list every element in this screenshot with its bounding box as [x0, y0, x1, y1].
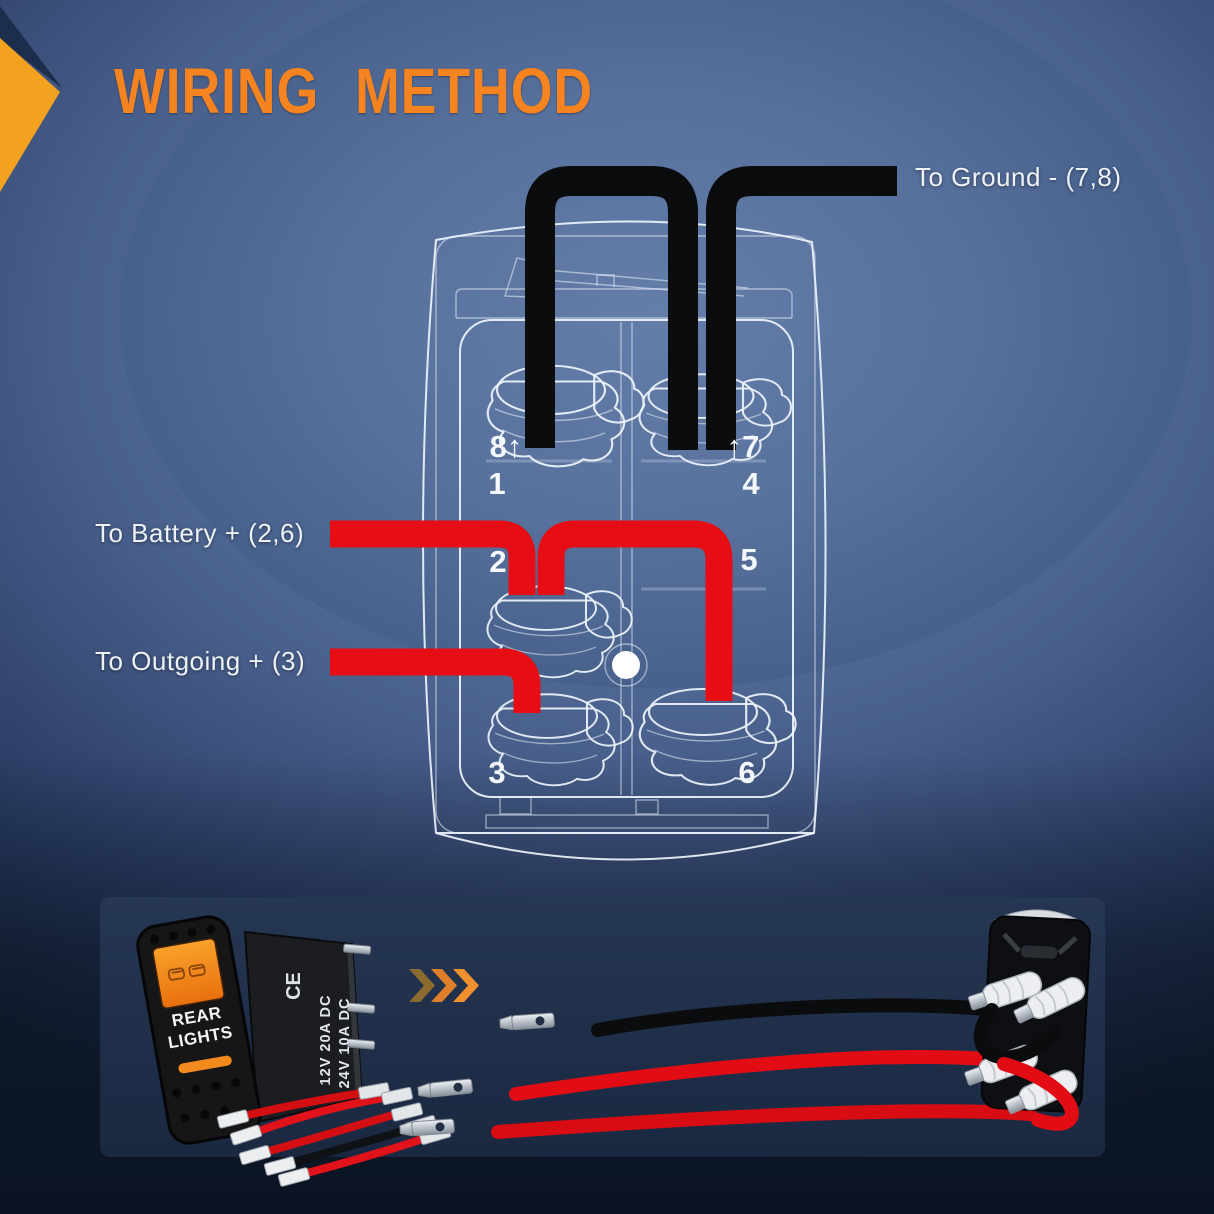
rating-text-2: 24V 10A DC	[337, 998, 353, 1089]
pin-label-8: 8↑	[490, 429, 523, 464]
ground-wire-black	[706, 166, 897, 450]
switch-front-face: REAR LIGHTS	[136, 915, 262, 1145]
page-title: WIRING METHOD	[114, 55, 594, 127]
indicator-bar	[178, 1055, 232, 1074]
pin-label-7: ↑7	[727, 429, 760, 464]
rear-light-icon	[167, 963, 206, 981]
pivot-dot	[612, 651, 640, 679]
ground-wire-label: To Ground - (7,8)	[915, 162, 1122, 192]
pin-label-1: 1	[488, 466, 505, 501]
housing-bottom-arc	[435, 832, 815, 861]
rating-text-1: 12V 20A DC	[318, 995, 334, 1086]
terminal-knob-6	[638, 687, 797, 786]
rocker-switch-product: CE 12V 20A DC 24V 10A DC REAR	[136, 915, 452, 1187]
switch-pin	[346, 1002, 376, 1014]
wired-switch-product	[399, 909, 1092, 1139]
pin-labels: 8↑ 1 ↑7 4 2 5 3 6	[488, 429, 760, 790]
attached-wires	[491, 998, 1037, 1139]
bezel-band	[455, 288, 793, 318]
terminal-knob-3	[487, 693, 634, 787]
switch-side-body: CE 12V 20A DC 24V 10A DC	[243, 930, 376, 1124]
battery-wire-label: To Battery + (2,6)	[95, 518, 305, 548]
terminal-face	[459, 319, 794, 798]
red-jumper-loop	[997, 1057, 1079, 1131]
pin-label-3: 3	[488, 755, 505, 790]
switch-pin	[346, 1038, 376, 1050]
outgoing-wire-red	[330, 648, 541, 713]
wires	[330, 166, 897, 713]
pin-label-6: 6	[738, 755, 755, 790]
corner-ribbon-decoration	[0, 6, 62, 192]
screw-dots	[150, 924, 241, 1123]
outgoing-wire-label: To Outgoing + (3)	[95, 646, 306, 676]
illuminated-window	[152, 937, 225, 1009]
ce-mark: CE	[283, 972, 305, 1000]
switch-pin	[342, 943, 372, 955]
battery-wire-red	[330, 520, 536, 595]
pin-label-5: 5	[740, 542, 757, 577]
pigtail-wires	[236, 1088, 432, 1179]
black-jumper-loop	[973, 1003, 1061, 1065]
battery-jumper-wire-red	[537, 520, 733, 701]
chevron-right-icon	[409, 969, 479, 1002]
pivot-ring	[604, 643, 648, 687]
ground-jumper-wire-black	[525, 166, 698, 450]
pin-label-2: 2	[489, 544, 506, 579]
pin-label-4: 4	[742, 466, 760, 501]
mounting-strip	[485, 814, 769, 829]
